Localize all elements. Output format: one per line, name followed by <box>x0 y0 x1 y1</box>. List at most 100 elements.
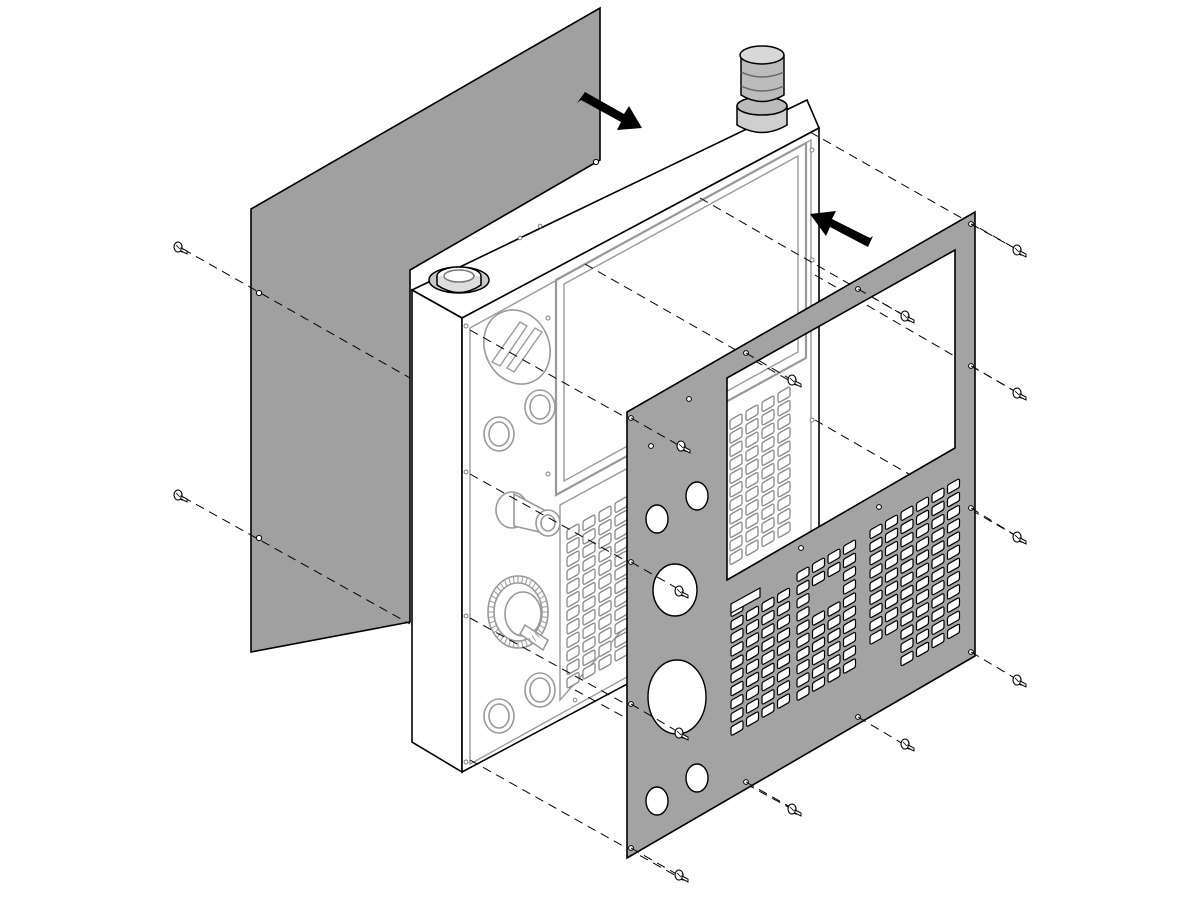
housing-key <box>761 517 775 534</box>
housing-key <box>582 555 596 572</box>
panel-key-cutout <box>869 523 883 539</box>
panel-key-cutout <box>884 540 899 557</box>
panel-key-cutout <box>730 693 744 710</box>
panel-key-cutout <box>946 531 961 547</box>
housing-key <box>761 530 775 547</box>
panel-key-cutout <box>946 570 961 587</box>
panel-key-cutout <box>745 658 760 674</box>
panel-key-cutout <box>761 702 775 718</box>
housing-key <box>582 663 596 680</box>
housing-key <box>566 577 580 594</box>
left-cap-button <box>428 266 490 294</box>
dial-tick <box>534 586 540 592</box>
panel-key-cutout <box>931 606 945 622</box>
screw-slot <box>175 244 181 250</box>
panel-key-cutout <box>776 666 791 683</box>
panel-key-cutout <box>745 698 760 714</box>
dial-tick <box>488 605 495 608</box>
dial-tick <box>537 590 543 596</box>
screw <box>676 440 691 454</box>
panel-key-cutout <box>915 496 930 512</box>
panel-key-cutout <box>869 536 883 553</box>
panel-key-cutout <box>900 505 914 521</box>
housing-key <box>761 395 775 412</box>
screw-shank <box>794 380 802 388</box>
panel-key-cutout <box>730 707 744 723</box>
housing-key <box>761 422 775 439</box>
panel-key-cutout <box>884 554 899 570</box>
panel-key-cutout-wide <box>730 586 761 615</box>
housing-key <box>598 532 612 549</box>
dial-tick <box>499 582 505 589</box>
panel-key-cutout <box>796 672 810 688</box>
housing-key <box>729 481 743 498</box>
panel-key-cutout <box>730 654 744 670</box>
housing-key <box>745 418 759 435</box>
screw-slot <box>676 730 682 736</box>
panel-key-cutout <box>915 588 930 605</box>
housing-key <box>761 503 775 520</box>
housing-key <box>582 636 596 653</box>
panel-key-cutout <box>915 641 930 658</box>
panel-key-cutout <box>869 589 883 605</box>
screw <box>900 310 915 324</box>
panel-key-cutout <box>869 602 883 619</box>
housing-key <box>729 535 743 552</box>
panel-key-cutout <box>796 579 810 596</box>
housing-key <box>777 413 791 430</box>
screw-shank <box>1019 393 1027 401</box>
dial-tick <box>528 579 533 587</box>
panel-key-cutout <box>811 623 826 639</box>
dial-tick <box>540 620 547 624</box>
panel-key-cutout <box>842 605 857 621</box>
panel-hole <box>876 504 882 510</box>
housing-key <box>745 485 759 502</box>
panel-key-cutout <box>761 636 775 652</box>
panel-key-cutout <box>884 527 899 544</box>
panel-key-cutout <box>931 579 945 596</box>
panel-key-cutout <box>776 587 791 604</box>
panel-key-cutout <box>745 711 760 727</box>
screw <box>787 374 802 388</box>
screw <box>1012 674 1027 688</box>
screw-shank <box>1019 537 1027 545</box>
panel-key-cutout <box>900 545 914 561</box>
housing-key <box>777 454 791 471</box>
panel-key-cutout <box>946 504 961 521</box>
panel-key-cutout <box>745 671 760 688</box>
screw-slot <box>1014 390 1020 396</box>
panel-key-cutout <box>931 487 945 503</box>
panel-key-cutout <box>842 579 857 595</box>
housing-key <box>582 568 596 585</box>
panel-key-cutout <box>946 518 961 534</box>
panel-key-cutout <box>811 649 826 666</box>
dial-tick <box>508 577 512 585</box>
housing-key <box>777 427 791 444</box>
screw-slot <box>789 377 795 383</box>
jog-handwheel <box>487 575 550 652</box>
panel-key-cutout <box>827 548 841 564</box>
panel-key-cutout <box>827 627 841 644</box>
dial-tick <box>539 624 545 629</box>
panel-key-cutout <box>869 629 883 645</box>
panel-key-cutout <box>811 557 826 573</box>
panel-key-cutout <box>946 491 961 508</box>
housing-key <box>745 472 759 489</box>
panel-key-cutout <box>869 576 883 592</box>
panel-key-cutout <box>900 611 914 627</box>
panel-key-cutout <box>776 614 791 630</box>
dial-tick <box>491 624 497 629</box>
dial-tick <box>512 576 515 584</box>
panel-key-cutout <box>842 658 857 674</box>
panel-key-cutout <box>931 553 945 569</box>
panel-key-cutout <box>730 720 744 736</box>
housing-key <box>582 649 596 666</box>
panel-key-cutout <box>900 531 914 548</box>
housing-key <box>598 559 612 576</box>
housing-key <box>745 499 759 516</box>
housing-key <box>582 595 596 612</box>
housing-key <box>566 550 580 567</box>
panel-key-cutout <box>776 627 791 643</box>
housing-key <box>729 440 743 457</box>
